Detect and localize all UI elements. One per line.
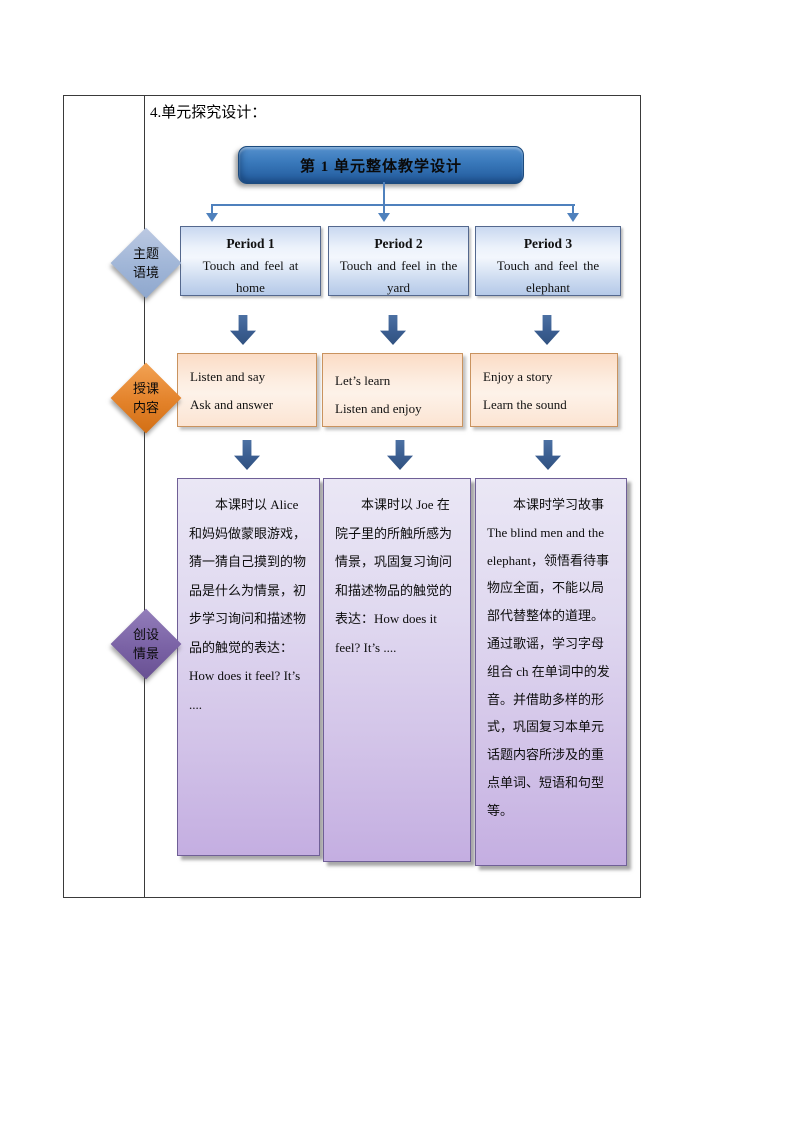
stage-diamond-content: 授课 内容 bbox=[110, 362, 182, 434]
period-title: Period 3 bbox=[523, 236, 573, 251]
description-box-3: 本课时学习故事 The blind men and the elephant，领… bbox=[475, 478, 627, 866]
down-arrow-icon bbox=[534, 315, 560, 345]
period-topic: Touch and feel at home bbox=[202, 258, 299, 295]
activity-line: Listen and say bbox=[190, 369, 266, 384]
description-box-2: 本课时以 Joe 在院子里的所触所感为情景，巩固复习询问和描述物品的触觉的表达：… bbox=[323, 478, 471, 862]
stage-label-line1: 主题 bbox=[132, 246, 159, 261]
down-arrow-icon bbox=[387, 440, 413, 470]
content-box-2: Let’s learn Listen and enjoy bbox=[322, 353, 463, 427]
period-title: Period 2 bbox=[374, 236, 423, 251]
stage-label: 创设 情景 bbox=[111, 609, 181, 679]
stage-label: 授课 内容 bbox=[111, 363, 181, 433]
activity-line: Enjoy a story bbox=[483, 369, 553, 384]
stage-label-line1: 创设 bbox=[132, 627, 159, 642]
stage-label-line2: 语境 bbox=[132, 265, 159, 280]
activity-line: Listen and enjoy bbox=[335, 401, 422, 416]
table-border-bottom bbox=[63, 897, 641, 898]
content-box-1: Listen and say Ask and answer bbox=[177, 353, 317, 427]
content-box-3: Enjoy a story Learn the sound bbox=[470, 353, 618, 427]
connector-drop-left bbox=[211, 204, 213, 214]
connector-arrow-icon bbox=[567, 213, 579, 222]
connector-arrow-icon bbox=[378, 213, 390, 222]
period-box-1: Period 1 Touch and feel at home bbox=[180, 226, 321, 296]
connector-arrow-icon bbox=[206, 213, 218, 222]
stage-label-line1: 授课 bbox=[132, 381, 159, 396]
section-label: 4.单元探究设计： bbox=[150, 105, 267, 121]
unit-title: 第 1 单元整体教学设计 bbox=[299, 158, 462, 175]
stage-label-line2: 内容 bbox=[132, 400, 159, 415]
table-border-top bbox=[63, 95, 641, 96]
period-box-2: Period 2 Touch and feel in the yard bbox=[328, 226, 469, 296]
down-arrow-icon bbox=[380, 315, 406, 345]
period-title: Period 1 bbox=[226, 236, 275, 251]
stage-diamond-scenario: 创设 情景 bbox=[110, 608, 182, 680]
table-border-left bbox=[63, 95, 64, 898]
stage-label: 主题 语境 bbox=[111, 228, 181, 298]
activity-line: Ask and answer bbox=[190, 397, 274, 412]
connector-drop-middle bbox=[383, 204, 385, 214]
stage-label-line2: 情景 bbox=[132, 646, 159, 661]
activity-line: Let’s learn bbox=[335, 373, 391, 388]
period-box-3: Period 3 Touch and feel the elephant bbox=[475, 226, 621, 296]
connector-stem bbox=[383, 182, 385, 205]
table-border-right bbox=[640, 95, 641, 898]
activity-line: Learn the sound bbox=[483, 397, 567, 412]
description-text: 本课时以 Joe 在院子里的所触所感为情景，巩固复习询问和描述物品的触觉的表达：… bbox=[335, 497, 453, 655]
description-text: 本课时以 Alice 和妈妈做蒙眼游戏，猜一猜自己摸到的物品是什么为情景，初步学… bbox=[189, 497, 307, 712]
stage-diamond-theme: 主题 语境 bbox=[110, 227, 182, 299]
description-box-1: 本课时以 Alice 和妈妈做蒙眼游戏，猜一猜自己摸到的物品是什么为情景，初步学… bbox=[177, 478, 320, 856]
connector-drop-right bbox=[572, 204, 574, 214]
down-arrow-icon bbox=[535, 440, 561, 470]
table-border-middle bbox=[144, 95, 145, 898]
period-topic: Touch and feel the elephant bbox=[496, 258, 600, 295]
description-text: 本课时学习故事 The blind men and the elephant，领… bbox=[487, 497, 610, 818]
connector-rail bbox=[211, 204, 575, 206]
down-arrow-icon bbox=[230, 315, 256, 345]
period-topic: Touch and feel in the yard bbox=[339, 258, 458, 295]
down-arrow-icon bbox=[234, 440, 260, 470]
unit-title-box: 第 1 单元整体教学设计 bbox=[238, 146, 524, 184]
